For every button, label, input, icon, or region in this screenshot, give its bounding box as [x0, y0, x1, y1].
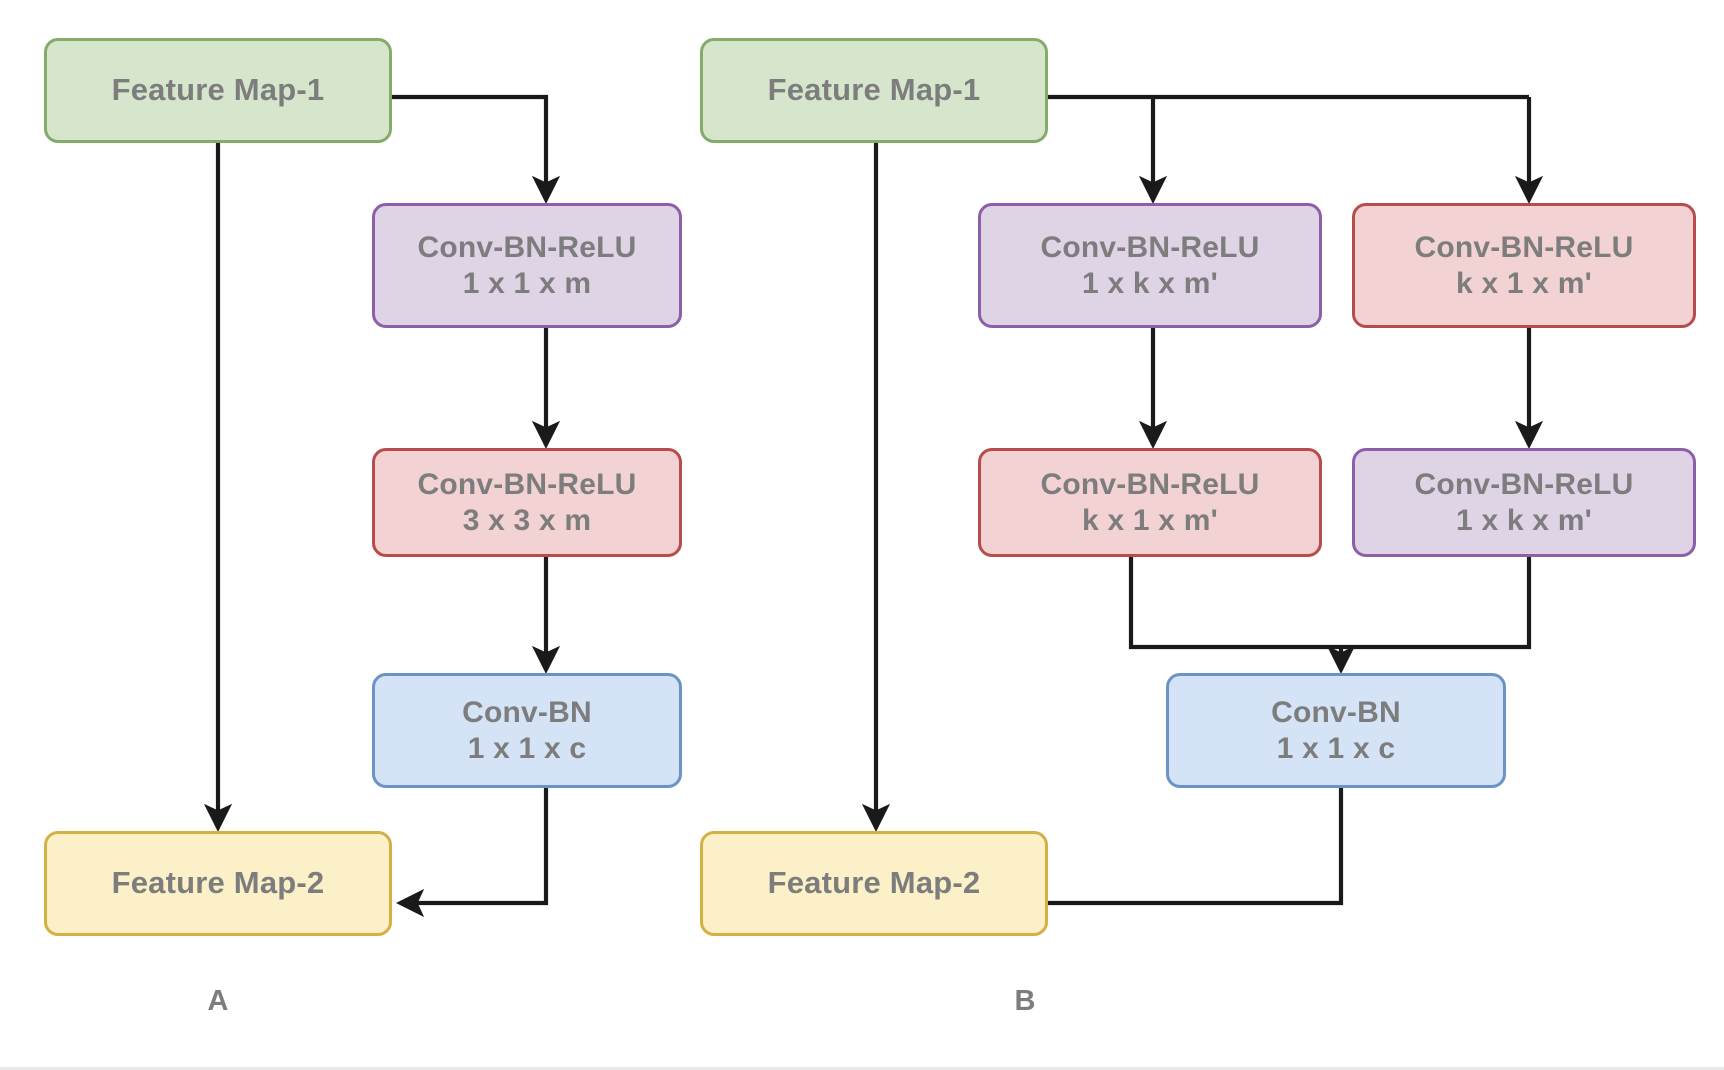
node-label-line1: Feature Map-1: [111, 72, 325, 108]
node-label-line2: k x 1 x m': [1456, 266, 1592, 300]
node-label-line1: Conv-BN-ReLU: [1414, 231, 1634, 265]
node-label-line1: Conv-BN-ReLU: [417, 468, 637, 502]
node-b-branch-right-kx1xm[interactable]: Conv-BN-ReLU k x 1 x m': [1352, 203, 1696, 328]
node-label-line2: 1 x 1 x c: [1276, 731, 1396, 765]
node-label-line2: 1 x k x m': [1082, 266, 1218, 300]
footer-divider: [0, 1067, 1724, 1070]
node-b-conv-bn-1x1xc[interactable]: Conv-BN 1 x 1 x c: [1166, 673, 1506, 788]
node-label-line1: Feature Map-2: [111, 865, 325, 901]
node-b-feature-map-2[interactable]: Feature Map-2: [700, 831, 1048, 936]
node-a-feature-map-2[interactable]: Feature Map-2: [44, 831, 392, 936]
node-label-line1: Conv-BN-ReLU: [1040, 468, 1260, 502]
node-label-line1: Conv-BN-ReLU: [1040, 231, 1260, 265]
node-a-feature-map-1[interactable]: Feature Map-1: [44, 38, 392, 143]
node-b-branch-left-kx1xm[interactable]: Conv-BN-ReLU k x 1 x m': [978, 448, 1322, 557]
node-label-line1: Conv-BN-ReLU: [1414, 468, 1634, 502]
node-label-line2: 1 x 1 x m: [462, 266, 592, 300]
node-label-line2: k x 1 x m': [1082, 503, 1218, 537]
edge-a-conv3-fm2: [395, 788, 549, 918]
edge-a-fm1-conv1: [392, 94, 561, 205]
node-label-line1: Conv-BN: [1271, 696, 1401, 730]
node-b-branch-left-1xkxm[interactable]: Conv-BN-ReLU 1 x k x m': [978, 203, 1322, 328]
edge-b-merge-left: [1128, 557, 1341, 650]
node-label-line1: Conv-BN-ReLU: [417, 231, 637, 265]
node-b-feature-map-1[interactable]: Feature Map-1: [700, 38, 1048, 143]
node-a-conv-bn-relu-3x3xm[interactable]: Conv-BN-ReLU 3 x 3 x m: [372, 448, 682, 557]
edge-b-merge-right: [1341, 557, 1532, 650]
node-label-line2: 1 x k x m': [1456, 503, 1592, 537]
node-label-line1: Conv-BN: [462, 696, 592, 730]
panel-label-b: B: [1014, 985, 1036, 1017]
node-a-conv-bn-1x1xc[interactable]: Conv-BN 1 x 1 x c: [372, 673, 682, 788]
node-label-line2: 1 x 1 x c: [467, 731, 587, 765]
node-label-line1: Feature Map-2: [767, 865, 981, 901]
node-label-line2: 3 x 3 x m: [462, 503, 592, 537]
node-b-branch-right-1xkxm[interactable]: Conv-BN-ReLU 1 x k x m': [1352, 448, 1696, 557]
panel-label-a: A: [207, 985, 229, 1017]
node-label-line1: Feature Map-1: [767, 72, 981, 108]
node-a-conv-bn-relu-1x1xm[interactable]: Conv-BN-ReLU 1 x 1 x m: [372, 203, 682, 328]
